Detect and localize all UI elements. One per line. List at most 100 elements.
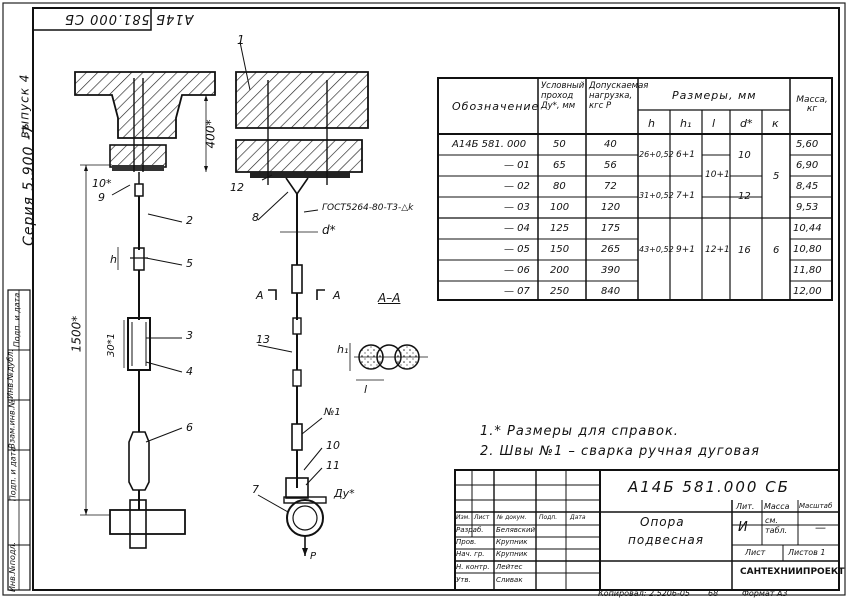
cell-h1-a: 6+1 [676,150,695,160]
row-des: — 05 [504,244,530,255]
row-du: 150 [550,244,570,255]
row-des: — 07 [504,286,530,297]
th-dims: Размеры, мм [672,89,757,102]
cell-h1-b: 7+1 [676,191,695,201]
tb-person: Белявский [496,526,536,534]
label-1: 1 [237,33,245,47]
row-des: — 06 [504,265,530,276]
row-mass: 5,60 [796,139,819,150]
label-1500: 1500* [69,315,84,353]
left-view [74,71,216,549]
th-l: l [712,117,716,130]
th-mass: Масса, кг [796,95,828,114]
row-p: 265 [601,244,621,255]
stamp-orig: Инв.№подл. [8,541,18,593]
tb-col-mass: Масса [764,502,790,511]
label-8: 8 [252,211,259,224]
label-10: 10* [92,177,112,190]
section-mark-right: А [333,289,341,302]
tb-role: Утв. [456,576,471,584]
label-400: 400* [203,119,218,149]
tb-name-2: подвесная [628,533,704,547]
row-des: — 03 [504,202,530,213]
rotated-doc-code: А14Б 581.000 СБ [64,11,194,26]
row-p: 175 [601,223,621,234]
tb-head-sign: Подп. [539,514,558,521]
row-p: 120 [601,202,621,213]
row-du: 50 [553,139,566,150]
label-9: 9 [98,191,105,204]
title-block-grid [454,469,840,591]
th-load: Допускаемая нагрузка, кгс P [589,81,649,111]
row-des: — 01 [504,160,530,171]
label-h: h [110,253,117,266]
th-k: к [772,117,779,130]
tb-role: Разраб. [456,526,484,534]
tb-sheet: Лист [745,548,766,557]
row-mass: 11,80 [793,265,822,276]
weld-number: №1 [324,407,341,418]
stamp-sign1: Инв.№дубл. [5,349,15,399]
row-mass: 8,45 [796,181,819,192]
row-du: 200 [550,265,570,276]
th-h: h [648,117,655,130]
series-label: Серия 5.900 -7 [20,124,37,246]
cell-d-b: 12 [738,191,751,202]
cell-k-b: 6 [773,245,780,256]
label-5: 5 [186,257,193,270]
tb-role: Пров. [456,538,477,546]
row-des: — 04 [504,223,530,234]
cell-k-a: 5 [773,171,780,182]
stamp-sign2: Подп. и дата [8,446,18,502]
label-dy: Ду* [334,487,355,500]
label-6: 6 [186,421,193,434]
row-mass: 10,44 [793,223,822,234]
section-aa [349,343,428,381]
row-des: А14Б 581. 000 [452,139,527,150]
section-aa-title: А–А [378,291,401,305]
code-box [32,7,152,31]
label-30: 30*1 [106,332,118,358]
row-du: 125 [550,223,570,234]
label-3: 3 [186,329,193,342]
row-mass: 9,53 [796,202,819,213]
cell-h-b: 31+0,52 [639,191,674,200]
row-p: 72 [604,181,617,192]
tb-lit-value: И [738,520,748,535]
th-nominal: Условный проход Ду*, мм [541,81,585,111]
tb-person: Сливак [496,576,523,584]
row-mass: 12,00 [793,286,822,297]
cell-d-c: 16 [738,245,751,256]
row-p: 40 [604,139,617,150]
label-13: 13 [256,333,270,346]
label-p: P [310,551,317,562]
label-d: d* [322,223,336,237]
th-h1: h₁ [680,117,692,130]
footer-num: 68 [708,589,719,598]
section-mark-left: А [256,289,264,302]
tb-name-1: Опора [640,515,685,529]
footer-copied: Копировал: 2.5206-05 [598,589,691,598]
tb-sheets: Листов 1 [788,548,826,557]
label-10b: 10 [326,439,340,452]
tb-head-izm: Изм. [456,514,471,521]
row-du: 100 [550,202,570,213]
label-2: 2 [186,214,193,227]
row-du: 250 [550,286,570,297]
label-7: 7 [252,483,259,496]
stamp-replace: Взам.инв.№ [7,399,17,449]
tb-mass-value: см. табл. [765,516,788,535]
row-p: 390 [601,265,621,276]
tb-person: Крупник [496,550,528,558]
cell-d-a: 10 [738,150,751,161]
row-mass: 10,80 [793,244,822,255]
tb-head-list: Лист [474,514,490,521]
tb-col-scale: Масштаб [799,502,833,510]
label-l: l [364,383,368,396]
cell-h1-c: 9+1 [676,245,695,255]
inner-frame [32,7,840,591]
label-h1: h₁ [337,343,349,356]
stamp-inv: Подп. и дата [12,292,22,348]
th-d: d* [740,117,753,130]
